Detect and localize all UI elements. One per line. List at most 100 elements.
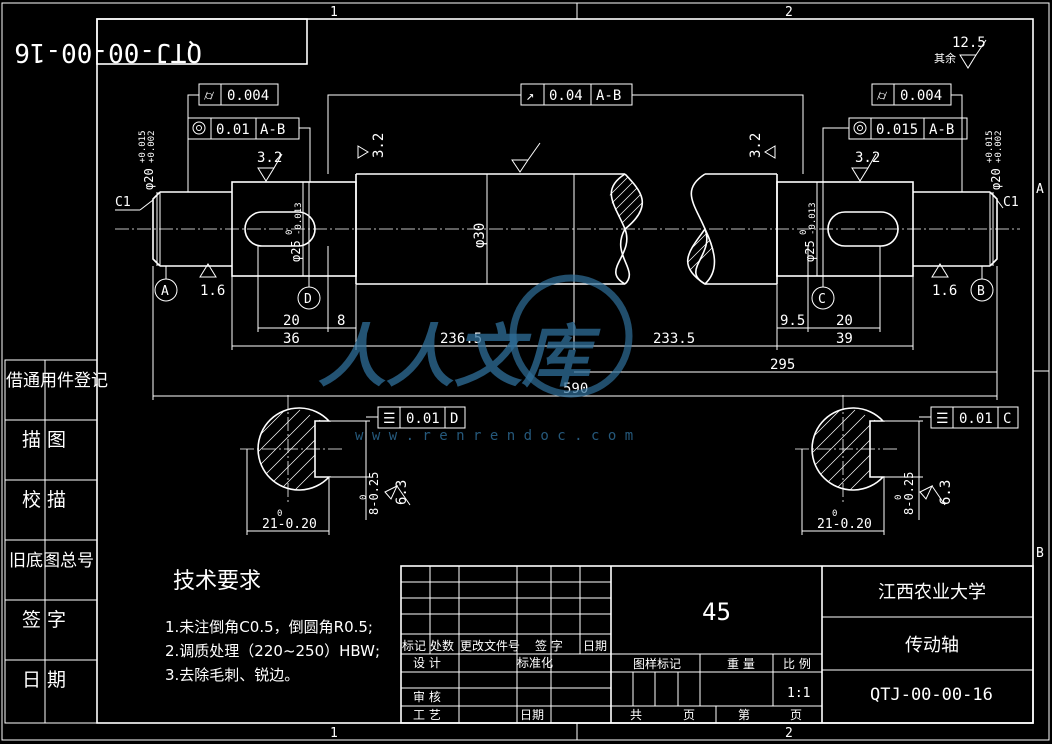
tb-standard: 标准化 — [517, 656, 553, 670]
tb-design: 设 计 — [413, 656, 441, 670]
svg-text:20: 20 — [836, 313, 853, 329]
zone-label-bottom-1: 1 — [330, 726, 338, 741]
svg-text:3.2: 3.2 — [371, 133, 387, 158]
svg-text:A: A — [161, 284, 169, 299]
gdt-left-concentricity: 0.01 A-B — [187, 117, 311, 182]
svg-text:9.5: 9.5 — [780, 313, 805, 329]
svg-text:8-0.25: 8-0.25 — [902, 472, 916, 515]
gdt-runout: ↗ 0.04 A-B — [327, 83, 804, 174]
svg-text:0.01: 0.01 — [959, 411, 993, 427]
svg-text:C: C — [818, 292, 826, 307]
svg-text:φ20: φ20 — [989, 168, 1003, 190]
svg-text:0: 0 — [894, 495, 904, 500]
svg-text:295: 295 — [770, 357, 795, 373]
tb-process: 工 艺 — [413, 708, 441, 722]
svg-text:0: 0 — [832, 509, 837, 519]
tb-review: 审 核 — [413, 689, 441, 704]
tb-pages: 页 — [683, 708, 695, 722]
svg-text:6.3: 6.3 — [394, 480, 410, 505]
svg-text:0: 0 — [285, 230, 295, 235]
datum-b: B — [970, 266, 994, 302]
roughness-symbols: 12.5 其余 3.2 3.2 3.2 3.2 1.6 1.6 — [199, 35, 987, 299]
left-col-label: 借通用件登记 — [6, 371, 108, 391]
right-keyway — [827, 211, 899, 247]
zone-label-top-1: 1 — [330, 5, 338, 20]
zone-label-bottom-2: 2 — [785, 726, 793, 741]
watermark-url: w w w . r e n r e n d o c . c o m — [355, 428, 633, 444]
svg-text:☰: ☰ — [383, 411, 396, 427]
tb-scale-value: 1:1 — [787, 686, 810, 701]
left-registration-column: 借通用件登记 描 图 校 描 旧底图总号 签 字 日 期 — [4, 359, 108, 724]
left-col-label: 校 描 — [22, 489, 66, 511]
svg-text:其余: 其余 — [934, 51, 956, 65]
svg-text:+0.015: +0.015 — [985, 130, 995, 163]
svg-text:1.6: 1.6 — [932, 283, 957, 299]
svg-text:233.5: 233.5 — [653, 331, 695, 347]
svg-text:+0.015: +0.015 — [138, 130, 148, 163]
svg-text:⌭: ⌭ — [877, 88, 887, 104]
gdt-right-concentricity: 0.015 A-B — [822, 117, 968, 182]
svg-text:D: D — [450, 411, 458, 427]
svg-text:8: 8 — [337, 313, 345, 329]
tb-material: 45 — [702, 598, 731, 626]
svg-text:236.5: 236.5 — [440, 331, 482, 347]
svg-text:↗: ↗ — [526, 88, 534, 104]
svg-text:0.004: 0.004 — [900, 88, 942, 104]
svg-text:+0.002: +0.002 — [994, 130, 1004, 163]
datum-c: C — [811, 276, 835, 310]
technical-requirements: 技术要求 1.未注倒角C0.5，倒圆角R0.5; 2.调质处理（220~250）… — [165, 569, 380, 684]
dimension-diameters: φ20+0.015+0.002 φ20+0.015+0.002 φ250-0.0… — [138, 130, 1004, 284]
tb-weight: 重 量 — [727, 657, 755, 671]
zone-label-top-2: 2 — [785, 5, 793, 20]
svg-text:A-B: A-B — [260, 122, 285, 138]
tb-company: 江西农业大学 — [878, 582, 986, 603]
watermark: 人人文库 w w w . r e n r e n d o c . c o m — [318, 274, 633, 444]
svg-text:39: 39 — [836, 331, 853, 347]
tb-sign: 签 字 — [535, 638, 563, 653]
svg-text:0: 0 — [799, 230, 809, 235]
tb-scale: 比 例 — [783, 657, 811, 671]
svg-text:φ20: φ20 — [142, 168, 156, 190]
svg-text:0.01: 0.01 — [216, 122, 250, 138]
datum-d: D — [297, 276, 321, 310]
gdt-right-cylindricity: ⌭ 0.004 — [871, 83, 963, 192]
svg-text:A-B: A-B — [596, 88, 621, 104]
svg-text:⌭: ⌭ — [204, 88, 214, 104]
svg-text:3.2: 3.2 — [257, 150, 282, 166]
tech-req-item: 1.未注倒角C0.5，倒圆角R0.5; — [165, 618, 373, 636]
svg-text:0: 0 — [359, 495, 369, 500]
shaft-main-view — [115, 173, 1020, 286]
svg-text:0.04: 0.04 — [549, 88, 583, 104]
svg-text:-0.013: -0.013 — [808, 202, 818, 235]
tb-date-lower: 日期 — [520, 708, 544, 722]
svg-text:+0.002: +0.002 — [147, 130, 157, 163]
zone-label-right-a: A — [1036, 182, 1044, 197]
tb-sheet: 第 — [738, 708, 750, 722]
datum-a: A — [154, 266, 178, 302]
left-keyway — [244, 211, 316, 247]
svg-text:φ30: φ30 — [472, 223, 488, 248]
svg-text:8-0.25: 8-0.25 — [367, 472, 381, 515]
left-col-label: 签 字 — [22, 609, 66, 631]
section-view-left: 8-0.250 ☰ 0.01 D 6.3 21-0.20 0 — [240, 395, 466, 535]
watermark-text: 人人文库 — [318, 317, 601, 397]
svg-text:D: D — [304, 292, 312, 307]
svg-text:0.004: 0.004 — [227, 88, 269, 104]
left-col-label: 日 期 — [22, 669, 66, 691]
tb-count: 处数 — [430, 638, 454, 653]
svg-text:C: C — [1003, 411, 1011, 427]
tb-drawing-no: QTJ-00-00-16 — [870, 685, 993, 705]
svg-text:φ25: φ25 — [803, 240, 817, 262]
tb-stage-mark: 图样标记 — [633, 656, 681, 671]
svg-text:B: B — [977, 284, 985, 299]
tech-req-item: 3.去除毛刺、锐边。 — [165, 666, 299, 684]
svg-text:0.015: 0.015 — [876, 122, 918, 138]
section-view-right: 8-0.250 ☰ 0.01 C 6.3 21-0.20 0 — [795, 395, 1019, 535]
svg-text:φ25: φ25 — [289, 240, 303, 262]
tech-req-item: 2.调质处理（220~250）HBW; — [165, 642, 380, 660]
svg-text:0.01: 0.01 — [406, 411, 440, 427]
svg-text:20: 20 — [283, 313, 300, 329]
svg-text:A-B: A-B — [929, 122, 954, 138]
left-col-label: 旧底图总号 — [9, 551, 94, 571]
